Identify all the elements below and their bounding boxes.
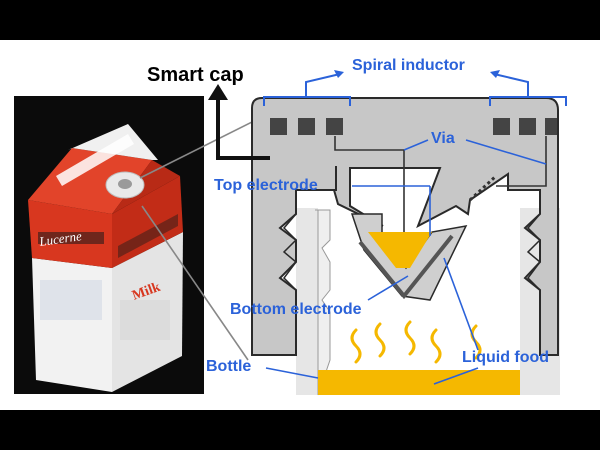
smart-cap-title: Smart cap bbox=[147, 64, 244, 86]
carton-photo bbox=[14, 96, 204, 394]
top-electrode-label: Top electrode bbox=[214, 177, 318, 194]
spiral-inductor-label: Spiral inductor bbox=[352, 57, 465, 74]
via-label: Via bbox=[431, 130, 455, 147]
liquid-food-label: Liquid food bbox=[462, 349, 550, 366]
bottle-label: Bottle bbox=[206, 358, 252, 375]
bottom-electrode-label: Bottom electrode bbox=[230, 301, 362, 318]
spiral-inductor-brackets bbox=[263, 73, 567, 106]
annotation-leaders bbox=[265, 139, 547, 385]
carton-brand-text: Lucerne bbox=[37, 228, 82, 249]
photo-leader-lines bbox=[139, 117, 261, 361]
smart-cap-arrow bbox=[208, 84, 270, 160]
smart-cap-cross-section bbox=[251, 97, 560, 396]
